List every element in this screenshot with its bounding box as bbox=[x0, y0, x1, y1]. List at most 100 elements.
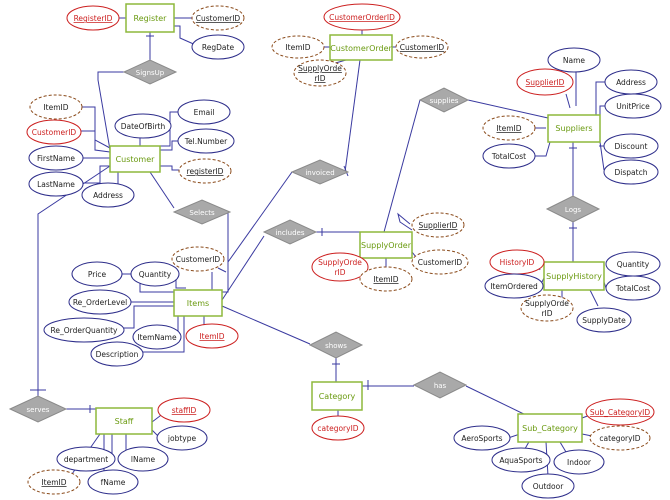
svg-text:Discount: Discount bbox=[615, 142, 648, 151]
attr-register-id[interactable]: RegisterID bbox=[66, 5, 120, 31]
attr-items-customer-id[interactable]: CustomerID bbox=[171, 246, 225, 272]
attr-unit-price[interactable]: UnitPrice bbox=[604, 93, 662, 119]
attr-price[interactable]: Price bbox=[71, 261, 123, 287]
attr-sub-category-id[interactable]: Sub_CategoryID bbox=[585, 398, 655, 426]
attr-cust-item-id[interactable]: ItemID bbox=[29, 94, 83, 120]
attr-description[interactable]: Description bbox=[90, 341, 144, 367]
entity-register[interactable]: Register bbox=[125, 3, 175, 33]
relationship-serves-label: serves bbox=[27, 406, 50, 414]
attr-sup-name[interactable]: Name bbox=[547, 47, 601, 73]
entity-supply-history[interactable]: SupplyHistory bbox=[543, 261, 605, 291]
attr-sup-address[interactable]: Address bbox=[604, 69, 658, 95]
attr-job-type[interactable]: jobtype bbox=[156, 425, 208, 451]
relationship-serves[interactable]: serves bbox=[8, 395, 68, 423]
relationship-selects[interactable]: Selects bbox=[172, 199, 232, 225]
attr-dispatch[interactable]: Dispatch bbox=[603, 159, 659, 185]
attr-so-customer-id[interactable]: CustomerID bbox=[411, 249, 469, 275]
entity-customer[interactable]: Customer bbox=[109, 145, 161, 173]
svg-text:Quantity: Quantity bbox=[617, 260, 650, 269]
relationship-has-label: has bbox=[434, 382, 447, 390]
entity-sub-category[interactable]: Sub_Category bbox=[517, 413, 583, 443]
svg-text:Re_OrderQuantity: Re_OrderQuantity bbox=[51, 326, 119, 335]
svg-text:rID: rID bbox=[314, 74, 325, 83]
relationship-shows[interactable]: shows bbox=[308, 331, 364, 359]
svg-text:Description: Description bbox=[96, 350, 139, 359]
svg-text:rID: rID bbox=[541, 309, 552, 318]
entity-supply-order[interactable]: SupplyOrder bbox=[359, 231, 413, 259]
attr-register-customer-id[interactable]: CustomerID bbox=[191, 5, 245, 31]
attr-staff-id[interactable]: staffID bbox=[157, 397, 211, 423]
attr-indoor[interactable]: Indoor bbox=[553, 449, 605, 475]
attr-department[interactable]: department bbox=[56, 446, 116, 472]
entity-staff[interactable]: Staff bbox=[95, 407, 153, 435]
attr-item-ordered[interactable]: ItemOrdered bbox=[484, 273, 544, 299]
entity-supply-order-label: SupplyOrder bbox=[361, 241, 412, 250]
attr-sh-total-cost[interactable]: TotalCost bbox=[605, 275, 661, 301]
svg-text:registerID: registerID bbox=[187, 167, 224, 176]
entity-category[interactable]: Category bbox=[311, 381, 363, 411]
attr-cust-register-id[interactable]: registerID bbox=[178, 158, 232, 184]
relationship-supplies[interactable]: supplies bbox=[418, 87, 470, 113]
attr-category-id[interactable]: categoryID bbox=[311, 415, 365, 441]
svg-text:ItemOrdered: ItemOrdered bbox=[490, 282, 538, 291]
attr-f-name[interactable]: fName bbox=[87, 469, 139, 495]
relationship-includes[interactable]: includes bbox=[262, 219, 318, 245]
attr-total-cost[interactable]: TotalCost bbox=[482, 143, 536, 169]
attr-item-name[interactable]: ItemName bbox=[132, 324, 182, 350]
attr-so-item-id[interactable]: ItemID bbox=[359, 266, 413, 292]
attr-supplier-id[interactable]: SupplierID bbox=[516, 68, 574, 96]
attr-history-id[interactable]: HistoryID bbox=[489, 249, 545, 275]
svg-text:Sub_CategoryID: Sub_CategoryID bbox=[590, 408, 650, 417]
attr-co-supply-order-id[interactable]: SupplyOrde rID bbox=[293, 59, 347, 87]
attr-re-order-quantity[interactable]: Re_OrderQuantity bbox=[43, 317, 125, 343]
entity-supply-history-label: SupplyHistory bbox=[546, 272, 602, 281]
attr-first-name[interactable]: FirstName bbox=[28, 145, 84, 171]
attr-co-item-id[interactable]: ItemID bbox=[271, 35, 325, 59]
attr-aero-sports[interactable]: AeroSports bbox=[453, 425, 511, 451]
attr-cust-address[interactable]: Address bbox=[81, 182, 135, 208]
attr-so-supplier-id[interactable]: SupplierID bbox=[411, 212, 465, 238]
entity-staff-label: Staff bbox=[115, 417, 134, 426]
attr-last-name[interactable]: LastName bbox=[28, 171, 84, 197]
relationship-invoiced[interactable]: invoiced bbox=[290, 159, 350, 185]
attr-customer-id[interactable]: CustomerID bbox=[26, 119, 82, 145]
attr-sc-category-id[interactable]: categoryID bbox=[589, 425, 651, 451]
attr-l-name[interactable]: lName bbox=[117, 446, 169, 472]
entity-suppliers[interactable]: Suppliers bbox=[547, 114, 601, 143]
attr-outdoor[interactable]: Outdoor bbox=[521, 473, 575, 499]
relationship-logs[interactable]: Logs bbox=[545, 195, 601, 223]
relationship-signs-up[interactable]: SignsUp bbox=[122, 59, 178, 85]
svg-text:SupplierID: SupplierID bbox=[419, 221, 458, 230]
entity-customer-order[interactable]: CustomerOrder bbox=[329, 34, 393, 61]
svg-text:Dispatch: Dispatch bbox=[615, 168, 648, 177]
svg-text:department: department bbox=[64, 455, 108, 464]
attr-email[interactable]: Email bbox=[177, 99, 231, 125]
svg-text:ItemID: ItemID bbox=[41, 478, 66, 487]
attr-reg-date[interactable]: RegDate bbox=[191, 34, 245, 60]
attr-supply-order-id[interactable]: SupplyOrde rID bbox=[311, 252, 369, 282]
entity-items[interactable]: Items bbox=[173, 289, 223, 317]
attr-co-customer-id[interactable]: CustomerID bbox=[395, 35, 449, 59]
attr-date-of-birth[interactable]: DateOfBirth bbox=[114, 113, 172, 139]
attr-supply-date[interactable]: SupplyDate bbox=[576, 307, 632, 333]
attr-items-quantity[interactable]: Quantity bbox=[130, 261, 180, 287]
relationship-has[interactable]: has bbox=[412, 371, 468, 399]
attr-quantity[interactable]: Quantity bbox=[605, 251, 661, 277]
svg-text:Indoor: Indoor bbox=[567, 458, 592, 467]
attr-re-order-level[interactable]: Re_OrderLevel bbox=[68, 289, 132, 315]
attr-tel-number[interactable]: Tel.Number bbox=[177, 128, 235, 154]
attr-customer-order-id[interactable]: CustomerOrderID bbox=[323, 3, 401, 31]
svg-text:Price: Price bbox=[88, 270, 107, 279]
attr-aqua-sports[interactable]: AquaSports bbox=[491, 447, 551, 473]
svg-text:AeroSports: AeroSports bbox=[461, 434, 502, 443]
svg-text:TotalCost: TotalCost bbox=[491, 152, 526, 161]
svg-text:FirstName: FirstName bbox=[37, 154, 75, 163]
attr-item-id[interactable]: ItemID bbox=[185, 323, 239, 349]
attr-sup-item-id[interactable]: ItemID bbox=[482, 115, 536, 141]
attr-sh-supply-order-id[interactable]: SupplyOrde rID bbox=[520, 294, 574, 322]
svg-text:Email: Email bbox=[194, 108, 215, 117]
attr-staff-item-id[interactable]: ItemID bbox=[27, 469, 81, 495]
entity-customer-label: Customer bbox=[116, 155, 156, 164]
attr-discount[interactable]: Discount bbox=[603, 133, 659, 159]
